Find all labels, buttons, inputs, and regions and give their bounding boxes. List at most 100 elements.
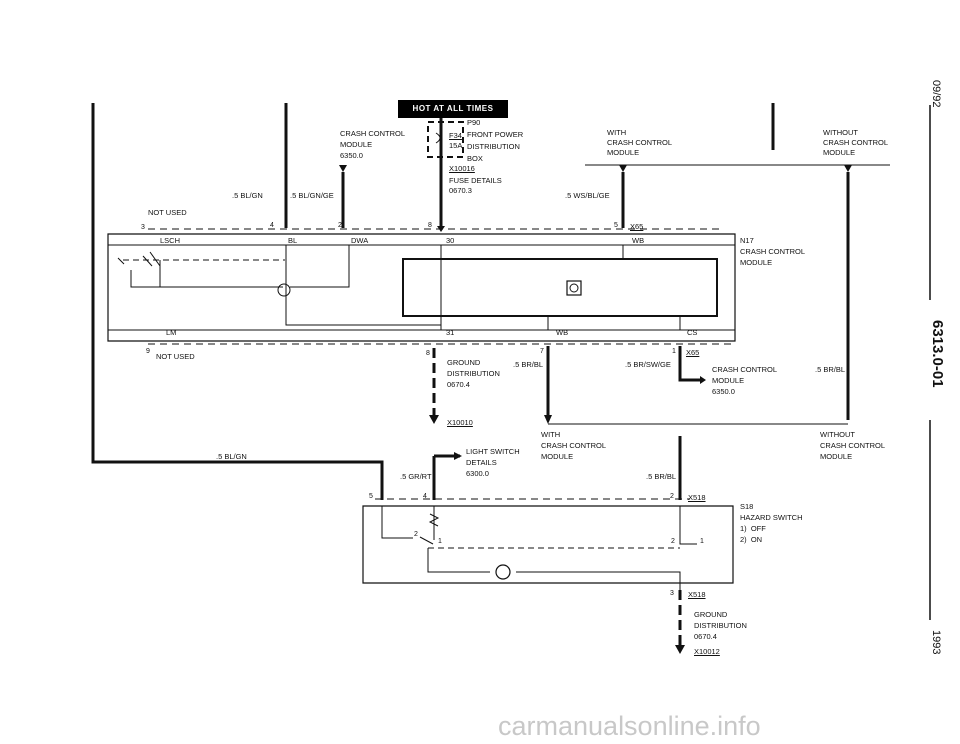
- wire-bl-gn-left: [91, 103, 384, 500]
- pin-mid-1: 1: [672, 348, 676, 355]
- pin-top-8: 8: [428, 222, 432, 229]
- terminal-30: 30: [446, 236, 455, 245]
- light-switch-3: 6300.0: [466, 469, 489, 478]
- ground1-line-2: DISTRIBUTION: [447, 369, 500, 378]
- not-used-bottom: NOT USED: [156, 352, 195, 361]
- wire-label-w2: .5 BL/GN/GE: [290, 191, 334, 200]
- pin-s18-2b: 2: [414, 531, 418, 538]
- hazard-lamp-icon: [495, 564, 511, 580]
- not-used-top: NOT USED: [148, 208, 187, 217]
- terminal-dwa: DWA: [351, 236, 369, 245]
- hot-at-all-times-banner: HOT AT ALL TIMES: [398, 100, 508, 118]
- pin-top-2: 2: [338, 222, 342, 229]
- terminal-bl: BL: [288, 236, 298, 245]
- pin-s18-2c: 2: [671, 538, 675, 545]
- connector-x65-top: X65: [630, 222, 644, 231]
- page-year: 1993: [930, 630, 942, 655]
- with-top-3: MODULE: [607, 148, 640, 157]
- ground2-line-1: GROUND: [694, 610, 728, 619]
- fuse-rating: 15A: [449, 141, 463, 150]
- pin-s18-1b: 1: [700, 538, 704, 545]
- s18-line-1: S18: [740, 502, 754, 511]
- with-top-2: CRASH CONTROL: [607, 138, 673, 147]
- crash-ref-mid-1: CRASH CONTROL: [712, 365, 778, 374]
- wire-label-w4: .5 BR/BL: [513, 360, 544, 369]
- wire-label-w3: .5 WS/BL/GE: [565, 191, 610, 200]
- s18-line-2: HAZARD SWITCH: [740, 513, 803, 522]
- wire-label-w5: .5 BR/SW/GE: [625, 360, 671, 369]
- wire-label-w6: .5 BR/BL: [815, 365, 846, 374]
- module-inner-box: [402, 258, 718, 317]
- pin-s18-4: 4: [423, 493, 427, 500]
- pin-s18-1: 1: [438, 538, 442, 545]
- crash-ref-mid-3: 6350.0: [712, 387, 735, 396]
- without-bottom-2: CRASH CONTROL: [820, 441, 886, 450]
- wire-label-w8: .5 GR/RT: [400, 472, 432, 481]
- connector-x518-top: X518: [688, 493, 706, 502]
- page-code: 6313.0-01: [929, 320, 946, 388]
- ground2-line-3: 0670.4: [694, 632, 717, 641]
- terminal-lsch: LSCH: [160, 236, 181, 245]
- ground1-line-1: GROUND: [447, 358, 481, 367]
- airbag-icon: [566, 280, 582, 296]
- without-top-2: CRASH CONTROL: [823, 138, 889, 147]
- pin-mid-9: 9: [146, 348, 150, 355]
- n17-box: [107, 233, 736, 342]
- p90-line-4: BOX: [467, 154, 483, 163]
- terminal-lm: LM: [166, 328, 177, 337]
- wire-label-w9: .5 BR/BL: [646, 472, 677, 481]
- fuse-id: F34: [449, 131, 462, 140]
- connector-x10010: X10010: [447, 418, 473, 427]
- crash-ref-mid-2: MODULE: [712, 376, 745, 385]
- wire-br-sw-ge: [678, 346, 700, 382]
- page-date: 09/92: [930, 80, 942, 108]
- crash-ref-top-3: 6350.0: [340, 151, 363, 160]
- ground2-line-2: DISTRIBUTION: [694, 621, 747, 630]
- p90-line-2: FRONT POWER: [467, 130, 524, 139]
- connector-x10016: X10016: [449, 164, 475, 173]
- pin-s18-5: 5: [369, 493, 373, 500]
- connector-x65-bottom: X65: [686, 348, 700, 357]
- connector-x10012: X10012: [694, 647, 720, 656]
- wire-label-w1: .5 BL/GN: [232, 191, 263, 200]
- n17-line-1: N17: [740, 236, 754, 245]
- ground1-line-3: 0670.4: [447, 380, 470, 389]
- terminal-wb-2: WB: [556, 328, 569, 337]
- diode-symbol: [277, 283, 291, 297]
- with-bottom-1: WITH: [541, 430, 561, 439]
- s18-box: [362, 505, 734, 584]
- pin-mid-8: 8: [426, 350, 430, 357]
- p90-line-3: DISTRIBUTION: [467, 142, 520, 151]
- light-switch-2: DETAILS: [466, 458, 497, 467]
- pin-mid-7: 7: [540, 348, 544, 355]
- n17-line-2: CRASH CONTROL: [740, 247, 806, 256]
- fuse-details-2: 0670.3: [449, 186, 472, 195]
- without-bottom-3: MODULE: [820, 452, 853, 461]
- with-bottom-2: CRASH CONTROL: [541, 441, 607, 450]
- terminal-wb: WB: [632, 236, 645, 245]
- fuse-box: [427, 121, 464, 158]
- n17-line-3: MODULE: [740, 258, 773, 267]
- with-bottom-3: MODULE: [541, 452, 574, 461]
- pin-s18-3: 3: [670, 590, 674, 597]
- watermark: carmanualsonline.info: [498, 711, 761, 741]
- pin-s18-2: 2: [670, 493, 674, 500]
- pin-top-3: 3: [141, 224, 145, 231]
- terminal-cs: CS: [687, 328, 698, 337]
- wire-label-w7: .5 BL/GN: [216, 452, 247, 461]
- p90-line-1: P90: [467, 118, 481, 127]
- light-switch-1: LIGHT SWITCH: [466, 447, 520, 456]
- s18-line-4: 2) ON: [740, 535, 763, 544]
- without-top-1: WITHOUT: [823, 128, 858, 137]
- crash-ref-top-1: CRASH CONTROL: [340, 129, 406, 138]
- connector-x518-bottom: X518: [688, 590, 706, 599]
- crash-ref-top-2: MODULE: [340, 140, 373, 149]
- pin-top-4: 4: [270, 222, 274, 229]
- s18-line-3: 1) OFF: [740, 524, 766, 533]
- fuse-details-1: FUSE DETAILS: [449, 176, 502, 185]
- pin-top-5: 5: [614, 222, 618, 229]
- terminal-31: 31: [446, 328, 455, 337]
- without-bottom-1: WITHOUT: [820, 430, 855, 439]
- with-top-1: WITH: [607, 128, 627, 137]
